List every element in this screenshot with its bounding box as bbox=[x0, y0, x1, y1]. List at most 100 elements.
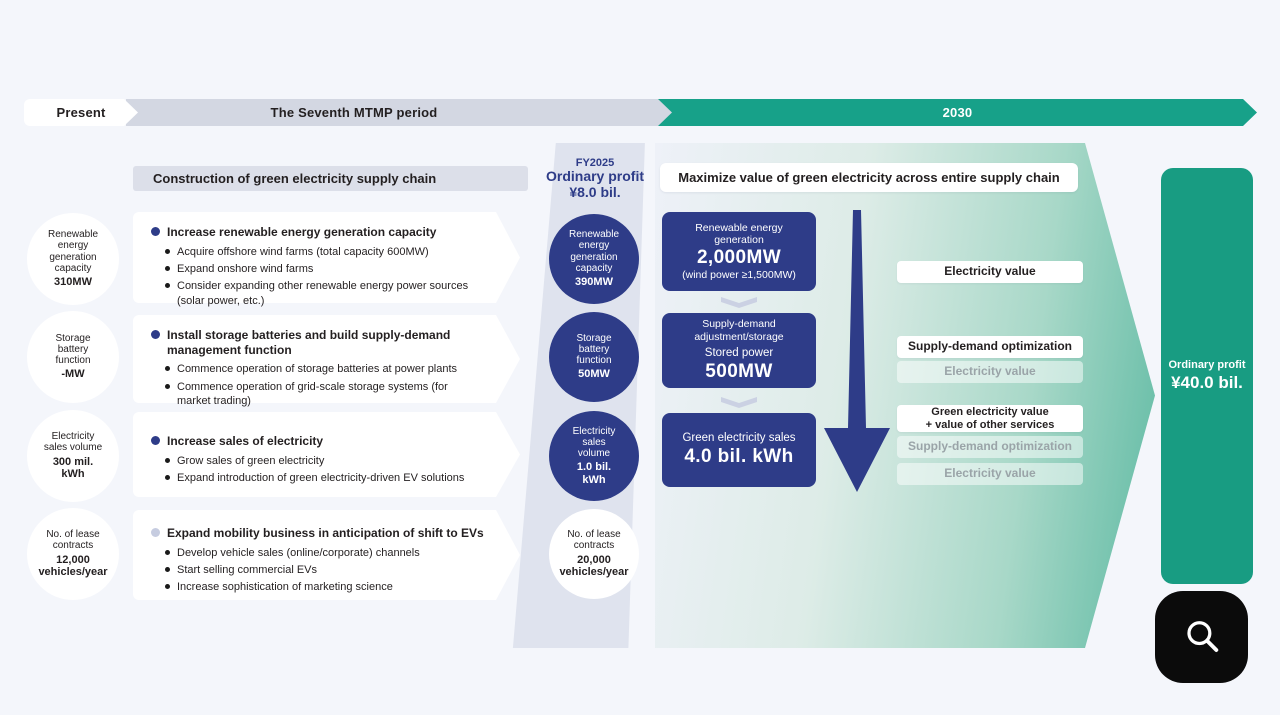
chain-box-note: (wind power ≥1,500MW) bbox=[682, 268, 796, 281]
bullet-text: Commence operation of storage batteries … bbox=[177, 363, 458, 376]
value-label-text: Electricity value bbox=[944, 466, 1036, 481]
value-label-text: Supply-demand optimization bbox=[908, 439, 1072, 454]
metric-value: 50MW bbox=[578, 368, 610, 381]
fy2025-metric-lease-contracts: No. of lease contracts 20,000 vehicles/y… bbox=[549, 509, 639, 599]
bullet-item: Consider expanding other renewable energ… bbox=[165, 279, 488, 308]
bullet-text: Start selling commercial EVs bbox=[177, 563, 317, 576]
sub-bullet-icon bbox=[165, 474, 170, 480]
strategy-title: Expand mobility business in anticipation… bbox=[167, 526, 484, 540]
chain-box-value: 500MW bbox=[705, 360, 773, 382]
timeline-segment-2030: 2030 bbox=[658, 99, 1257, 126]
bullet-text: Increase sophistication of marketing sci… bbox=[177, 581, 393, 594]
strategy-box-mobility: Expand mobility business in anticipation… bbox=[133, 510, 496, 600]
sub-bullet-icon bbox=[165, 383, 170, 389]
metric-label: Storage battery function bbox=[55, 332, 91, 367]
navy-bullet-icon bbox=[151, 330, 160, 339]
bullet-item: Develop vehicle sales (online/corporate)… bbox=[165, 546, 488, 560]
metric-label: Electricity sales volume bbox=[572, 425, 616, 459]
navy-bullet-icon bbox=[151, 227, 160, 236]
metric-label: Electricity sales volume bbox=[43, 431, 103, 454]
value-label-text: Electricity value bbox=[944, 264, 1036, 279]
right-section-header: Maximize value of green electricity acro… bbox=[660, 163, 1078, 192]
timeline-mtmp-label: The Seventh MTMP period bbox=[270, 105, 438, 120]
value-label-text: + value of other services bbox=[925, 418, 1055, 431]
sub-bullet-icon bbox=[165, 265, 170, 271]
chain-box-value: 4.0 bil. kWh bbox=[684, 445, 794, 467]
metric-label: Renewable energy generation capacity bbox=[47, 229, 99, 274]
sub-bullet-icon bbox=[165, 566, 170, 572]
chain-box-title: Green electricity sales bbox=[682, 432, 796, 445]
fy2025-metric-storage-battery: Storage battery function 50MW bbox=[549, 312, 639, 402]
metric-label: No. of lease contracts bbox=[567, 529, 621, 552]
sub-bullet-icon bbox=[165, 549, 170, 555]
sub-bullet-icon bbox=[165, 366, 170, 372]
chain-box-green-electricity-sales: Green electricity sales 4.0 bil. kWh bbox=[662, 413, 816, 487]
bullet-item: Start selling commercial EVs bbox=[165, 563, 488, 577]
sub-bullet-icon bbox=[165, 584, 170, 590]
timeline-2030-label: 2030 bbox=[942, 105, 973, 120]
timeline-segment-present: Present bbox=[24, 99, 138, 126]
value-label-text: Green electricity value bbox=[931, 405, 1049, 418]
sub-bullet-icon bbox=[165, 248, 170, 254]
bullet-item: Expand onshore wind farms bbox=[165, 262, 488, 276]
value-expansion-arrow-icon bbox=[824, 210, 890, 492]
metric-value: 20,000 vehicles/year bbox=[559, 553, 629, 579]
navy-bullet-icon bbox=[151, 436, 160, 445]
chain-box-title: Renewable energy generation bbox=[695, 221, 783, 247]
fy2025-metric-electricity-sales: Electricity sales volume 1.0 bil. kWh bbox=[549, 411, 639, 501]
bullet-item: Expand introduction of green electricity… bbox=[165, 471, 488, 485]
bullet-item: Commence operation of storage batteries … bbox=[165, 362, 488, 376]
fy2025-year: FY2025 bbox=[575, 157, 615, 169]
strategy-title: Install storage batteries and build supp… bbox=[167, 328, 451, 357]
metric-label: Renewable energy generation capacity bbox=[568, 229, 620, 274]
chain-box-title: Supply-demand adjustment/storage bbox=[694, 318, 784, 343]
metric-label: Storage battery function bbox=[576, 332, 612, 367]
sub-bullet-icon bbox=[165, 457, 170, 463]
strategy-box-storage: Install storage batteries and build supp… bbox=[133, 315, 496, 407]
ordinary-profit-target-box: Ordinary profit ¥40.0 bil. bbox=[1161, 168, 1253, 584]
left-section-header: Construction of green electricity supply… bbox=[133, 166, 528, 191]
zoom-button[interactable] bbox=[1155, 591, 1248, 683]
value-label-text: Supply-demand optimization bbox=[908, 339, 1072, 354]
metric-value: 1.0 bil. kWh bbox=[576, 461, 612, 486]
fy2025-target: FY2025 Ordinary profit ¥8.0 bil. bbox=[544, 157, 646, 200]
strategy-title-row: Increase sales of electricity bbox=[151, 434, 488, 449]
timeline-present-label: Present bbox=[56, 105, 106, 120]
bullet-item: Increase sophistication of marketing sci… bbox=[165, 580, 488, 594]
sub-bullet-icon bbox=[165, 283, 170, 289]
present-metric-storage-battery: Storage battery function -MW bbox=[27, 311, 119, 403]
chain-box-value: 2,000MW bbox=[696, 246, 782, 268]
metric-value: 12,000 vehicles/year bbox=[38, 553, 108, 579]
strategy-title: Increase renewable energy generation cap… bbox=[167, 225, 437, 239]
value-label-electricity-2-muted: Electricity value bbox=[897, 361, 1083, 383]
bullet-text: Grow sales of green electricity bbox=[177, 454, 325, 467]
bullet-text: Acquire offshore wind farms (total capac… bbox=[177, 245, 429, 258]
present-metric-renewable-capacity: Renewable energy generation capacity 310… bbox=[27, 213, 119, 305]
value-label-green-electricity: Green electricity value + value of other… bbox=[897, 405, 1083, 432]
metric-value: 310MW bbox=[54, 276, 92, 289]
muted-bullet-icon bbox=[151, 528, 160, 537]
strategy-title-row: Increase renewable energy generation cap… bbox=[151, 225, 488, 240]
fy2025-metric-renewable-capacity: Renewable energy generation capacity 390… bbox=[549, 214, 639, 304]
metric-value: -MW bbox=[61, 368, 85, 381]
result-value: ¥40.0 bil. bbox=[1171, 373, 1243, 392]
strategy-bullet-list: Grow sales of green electricity Expand i… bbox=[165, 454, 488, 486]
bullet-text: Develop vehicle sales (online/corporate)… bbox=[177, 546, 420, 559]
value-label-text: Electricity value bbox=[944, 364, 1036, 379]
strategy-title: Increase sales of electricity bbox=[167, 434, 324, 448]
strategy-bullet-list: Commence operation of storage batteries … bbox=[165, 362, 488, 408]
value-label-electricity-3-muted: Electricity value bbox=[897, 463, 1083, 485]
strategy-bullet-list: Acquire offshore wind farms (total capac… bbox=[165, 245, 488, 308]
magnifier-icon bbox=[1186, 621, 1218, 652]
present-metric-lease-contracts: No. of lease contracts 12,000 vehicles/y… bbox=[27, 508, 119, 600]
fy2025-profit-value: ¥8.0 bil. bbox=[569, 183, 621, 200]
metric-value: 300 mil. kWh bbox=[52, 455, 94, 481]
bullet-item: Acquire offshore wind farms (total capac… bbox=[165, 245, 488, 259]
value-label-supply-demand-2-muted: Supply-demand optimization bbox=[897, 436, 1083, 458]
strategy-box-renewable: Increase renewable energy generation cap… bbox=[133, 212, 496, 307]
strategy-box-sales: Increase sales of electricity Grow sales… bbox=[133, 412, 496, 497]
strategy-title-row: Expand mobility business in anticipation… bbox=[151, 526, 488, 541]
bullet-item: Commence operation of grid-scale storage… bbox=[165, 380, 488, 409]
bullet-text: Consider expanding other renewable energ… bbox=[177, 280, 469, 307]
